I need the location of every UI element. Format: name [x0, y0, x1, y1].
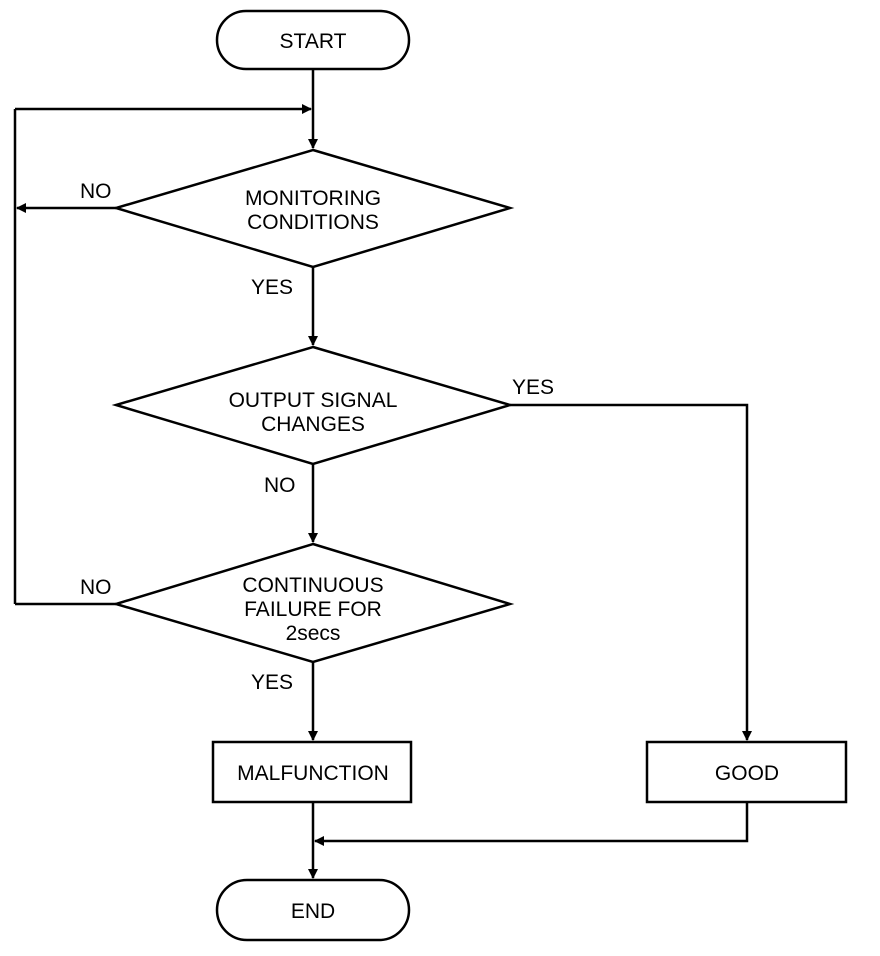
decision3-line3: 2secs — [286, 622, 341, 645]
end-terminal: END — [215, 878, 411, 942]
start-terminal: START — [215, 9, 411, 71]
decision3-line1: CONTINUOUS — [242, 574, 383, 597]
start-label: START — [280, 30, 347, 53]
decision1-line1: MONITORING — [245, 187, 381, 210]
decision1-no-label: NO — [80, 180, 112, 203]
good-label: GOOD — [715, 762, 779, 785]
decision3-no-label: NO — [80, 576, 112, 599]
connector-decision2-yes — [510, 403, 752, 741]
decision-continuous-failure: CONTINUOUS FAILURE FOR 2secs — [111, 542, 515, 664]
malfunction-process: MALFUNCTION — [211, 740, 413, 804]
connector-good-to-merge — [314, 802, 749, 846]
decision2-line1: OUTPUT SIGNAL — [229, 389, 398, 412]
decision-monitoring-conditions: MONITORING CONDITIONS — [111, 148, 515, 269]
decision-output-signal-changes: OUTPUT SIGNAL CHANGES — [111, 345, 515, 466]
decision3-line2: FAILURE FOR — [244, 598, 382, 621]
decision2-yes-label: YES — [512, 376, 554, 399]
decision2-line2: CHANGES — [261, 413, 365, 436]
decision1-yes-label: YES — [251, 276, 293, 299]
good-process: GOOD — [645, 740, 848, 804]
decision1-line2: CONDITIONS — [247, 211, 379, 234]
malfunction-label: MALFUNCTION — [237, 762, 389, 785]
end-label: END — [291, 900, 335, 923]
decision3-yes-label: YES — [251, 671, 293, 694]
decision2-no-label: NO — [264, 474, 296, 497]
